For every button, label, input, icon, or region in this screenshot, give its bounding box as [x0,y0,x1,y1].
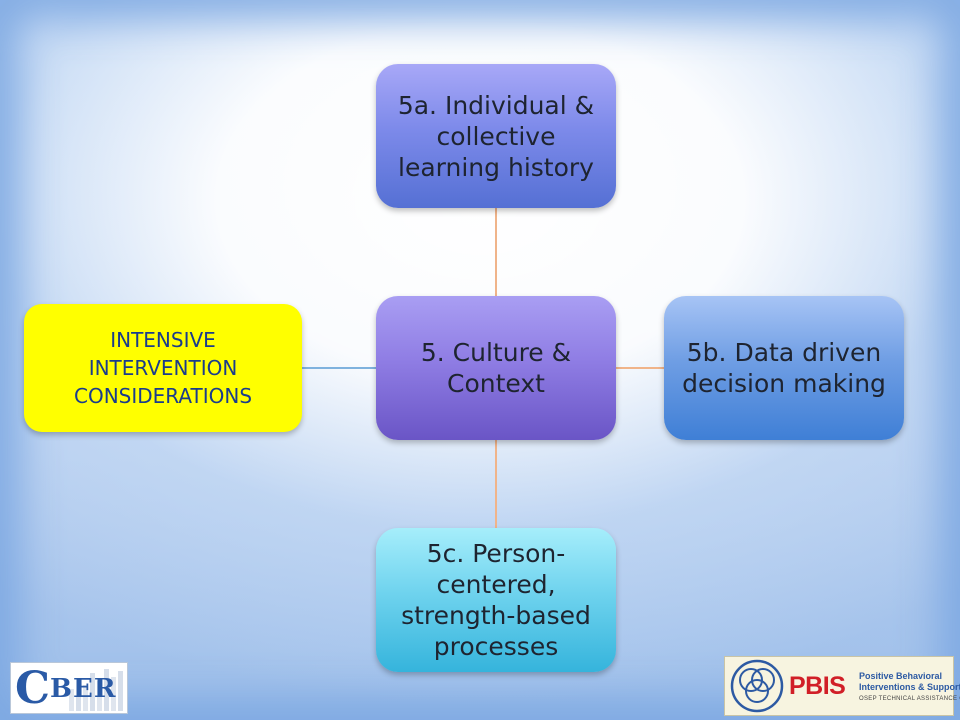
node-culture-context: 5. Culture & Context [376,296,616,440]
pbis-tagline-line1: Positive Behavioral [859,671,943,681]
node-data-driven-label: 5b. Data driven decision making [682,338,886,398]
cber-rest: BER [50,674,117,704]
connector-center-left [302,367,376,369]
pbis-name: PBIS [789,672,846,700]
connector-center-top [495,208,497,296]
cber-wordmark: CBER [15,667,116,711]
node-person-centered: 5c. Person-centered, strength-based proc… [376,528,616,672]
intensive-intervention-label: INTENSIVE INTERVENTION CONSIDERATIONS [73,328,253,408]
pbis-subline: OSEP TECHNICAL ASSISTANCE CENTER [859,696,960,702]
pbis-rings-icon [730,659,784,713]
cber-logo: CBER [10,662,128,714]
connector-center-bottom [495,440,497,528]
cber-bars-graphic [69,669,123,711]
node-learning-history: 5a. Individual & collective learning his… [376,64,616,208]
pbis-tagline-line2: Interventions & Supports [859,682,960,692]
node-learning-history-label: 5a. Individual & collective learning his… [397,90,595,182]
connector-center-right [616,367,664,369]
cber-initial: C [15,663,51,714]
pbis-logo: PBIS Positive Behavioral Interventions &… [724,656,960,716]
node-data-driven: 5b. Data driven decision making [664,296,904,440]
node-person-centered-label: 5c. Person-centered, strength-based proc… [401,539,591,661]
pbis-tagline: Positive Behavioral Interventions & Supp… [859,671,960,693]
intensive-intervention-box: INTENSIVE INTERVENTION CONSIDERATIONS [24,304,302,432]
node-culture-context-label: 5. Culture & Context [420,338,572,398]
